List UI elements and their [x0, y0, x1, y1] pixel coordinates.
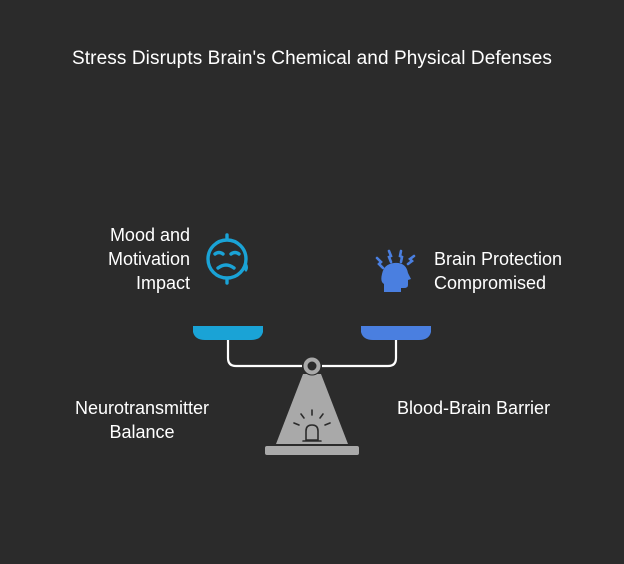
scale-beam: [226, 340, 398, 368]
scale-foot: [265, 446, 359, 455]
label-neurotransmitter-balance: Neurotransmitter Balance: [74, 398, 210, 442]
alarm-icon: [293, 409, 331, 442]
stressed-head-icon: [375, 249, 416, 292]
scale-base: [276, 374, 348, 444]
label-mood-motivation: Mood and Motivation Impact: [107, 225, 190, 293]
label-blood-brain-barrier: Blood-Brain Barrier: [397, 398, 551, 418]
right-pan: [361, 326, 431, 340]
label-brain-protection: Brain Protection Compromised: [434, 249, 563, 293]
sad-face-icon: [206, 233, 248, 285]
diagram-title: Stress Disrupts Brain's Chemical and Phy…: [72, 48, 552, 69]
left-pan: [193, 326, 263, 340]
